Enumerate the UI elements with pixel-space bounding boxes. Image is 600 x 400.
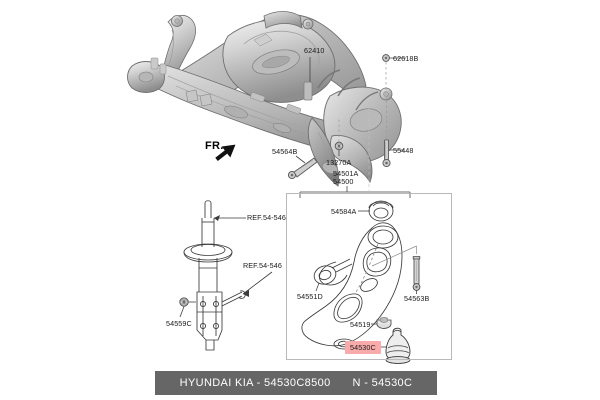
lower-control-arm-graphic	[301, 200, 403, 350]
callout-54559c: 54559C	[166, 319, 192, 328]
callout-54551d: 54551D	[297, 292, 323, 301]
leader-ref-54-546-upper	[214, 215, 246, 221]
callout-54519: 54519	[350, 320, 371, 329]
callout-ref-54-546-upper: REF.54-546	[247, 213, 286, 222]
fastener-13270a-graphic	[334, 118, 344, 156]
front-direction-arrow-icon	[215, 144, 236, 161]
callout-54564b: 54564B	[272, 147, 298, 156]
callout-13270a: 13270A	[326, 158, 352, 167]
callout-54500: 54500	[333, 177, 354, 186]
control-arm-inset-box	[286, 193, 452, 360]
callout-54563b: 54563B	[404, 294, 430, 303]
fastener-54519-graphic	[371, 317, 392, 329]
callout-62618b: 62618B	[393, 54, 419, 63]
callout-54584a: 54584A	[331, 207, 357, 216]
leader-ref-54-546-lower	[242, 271, 273, 297]
part-number-banner: HYUNDAI KIA - 54530C8500 N - 54530C	[155, 371, 437, 395]
callout-ref-54-546-lower: REF.54-546	[243, 261, 282, 270]
front-subframe-graphic	[127, 11, 402, 187]
fastener-54563b-graphic	[371, 245, 421, 294]
leader-54551d	[315, 282, 320, 292]
fastener-62618b-graphic	[382, 54, 406, 92]
callout-62410: 62410	[304, 46, 325, 55]
ball-joint-54530c-graphic	[380, 327, 411, 364]
callout-54530c-highlighted: 54530C	[345, 341, 381, 354]
front-direction-label: FR.	[205, 140, 224, 152]
banner-alt-part-number: N - 54530C	[352, 377, 413, 389]
front-strut-graphic	[183, 200, 246, 351]
callout-54501a: 54501A	[333, 169, 359, 178]
banner-brand-part-number: HYUNDAI KIA - 54530C8500	[179, 377, 331, 389]
callout-55448: 55448	[393, 146, 414, 155]
fastener-54559c-graphic	[179, 297, 196, 318]
fastener-54564b-graphic	[287, 155, 318, 180]
fastener-55448-graphic	[382, 100, 404, 168]
